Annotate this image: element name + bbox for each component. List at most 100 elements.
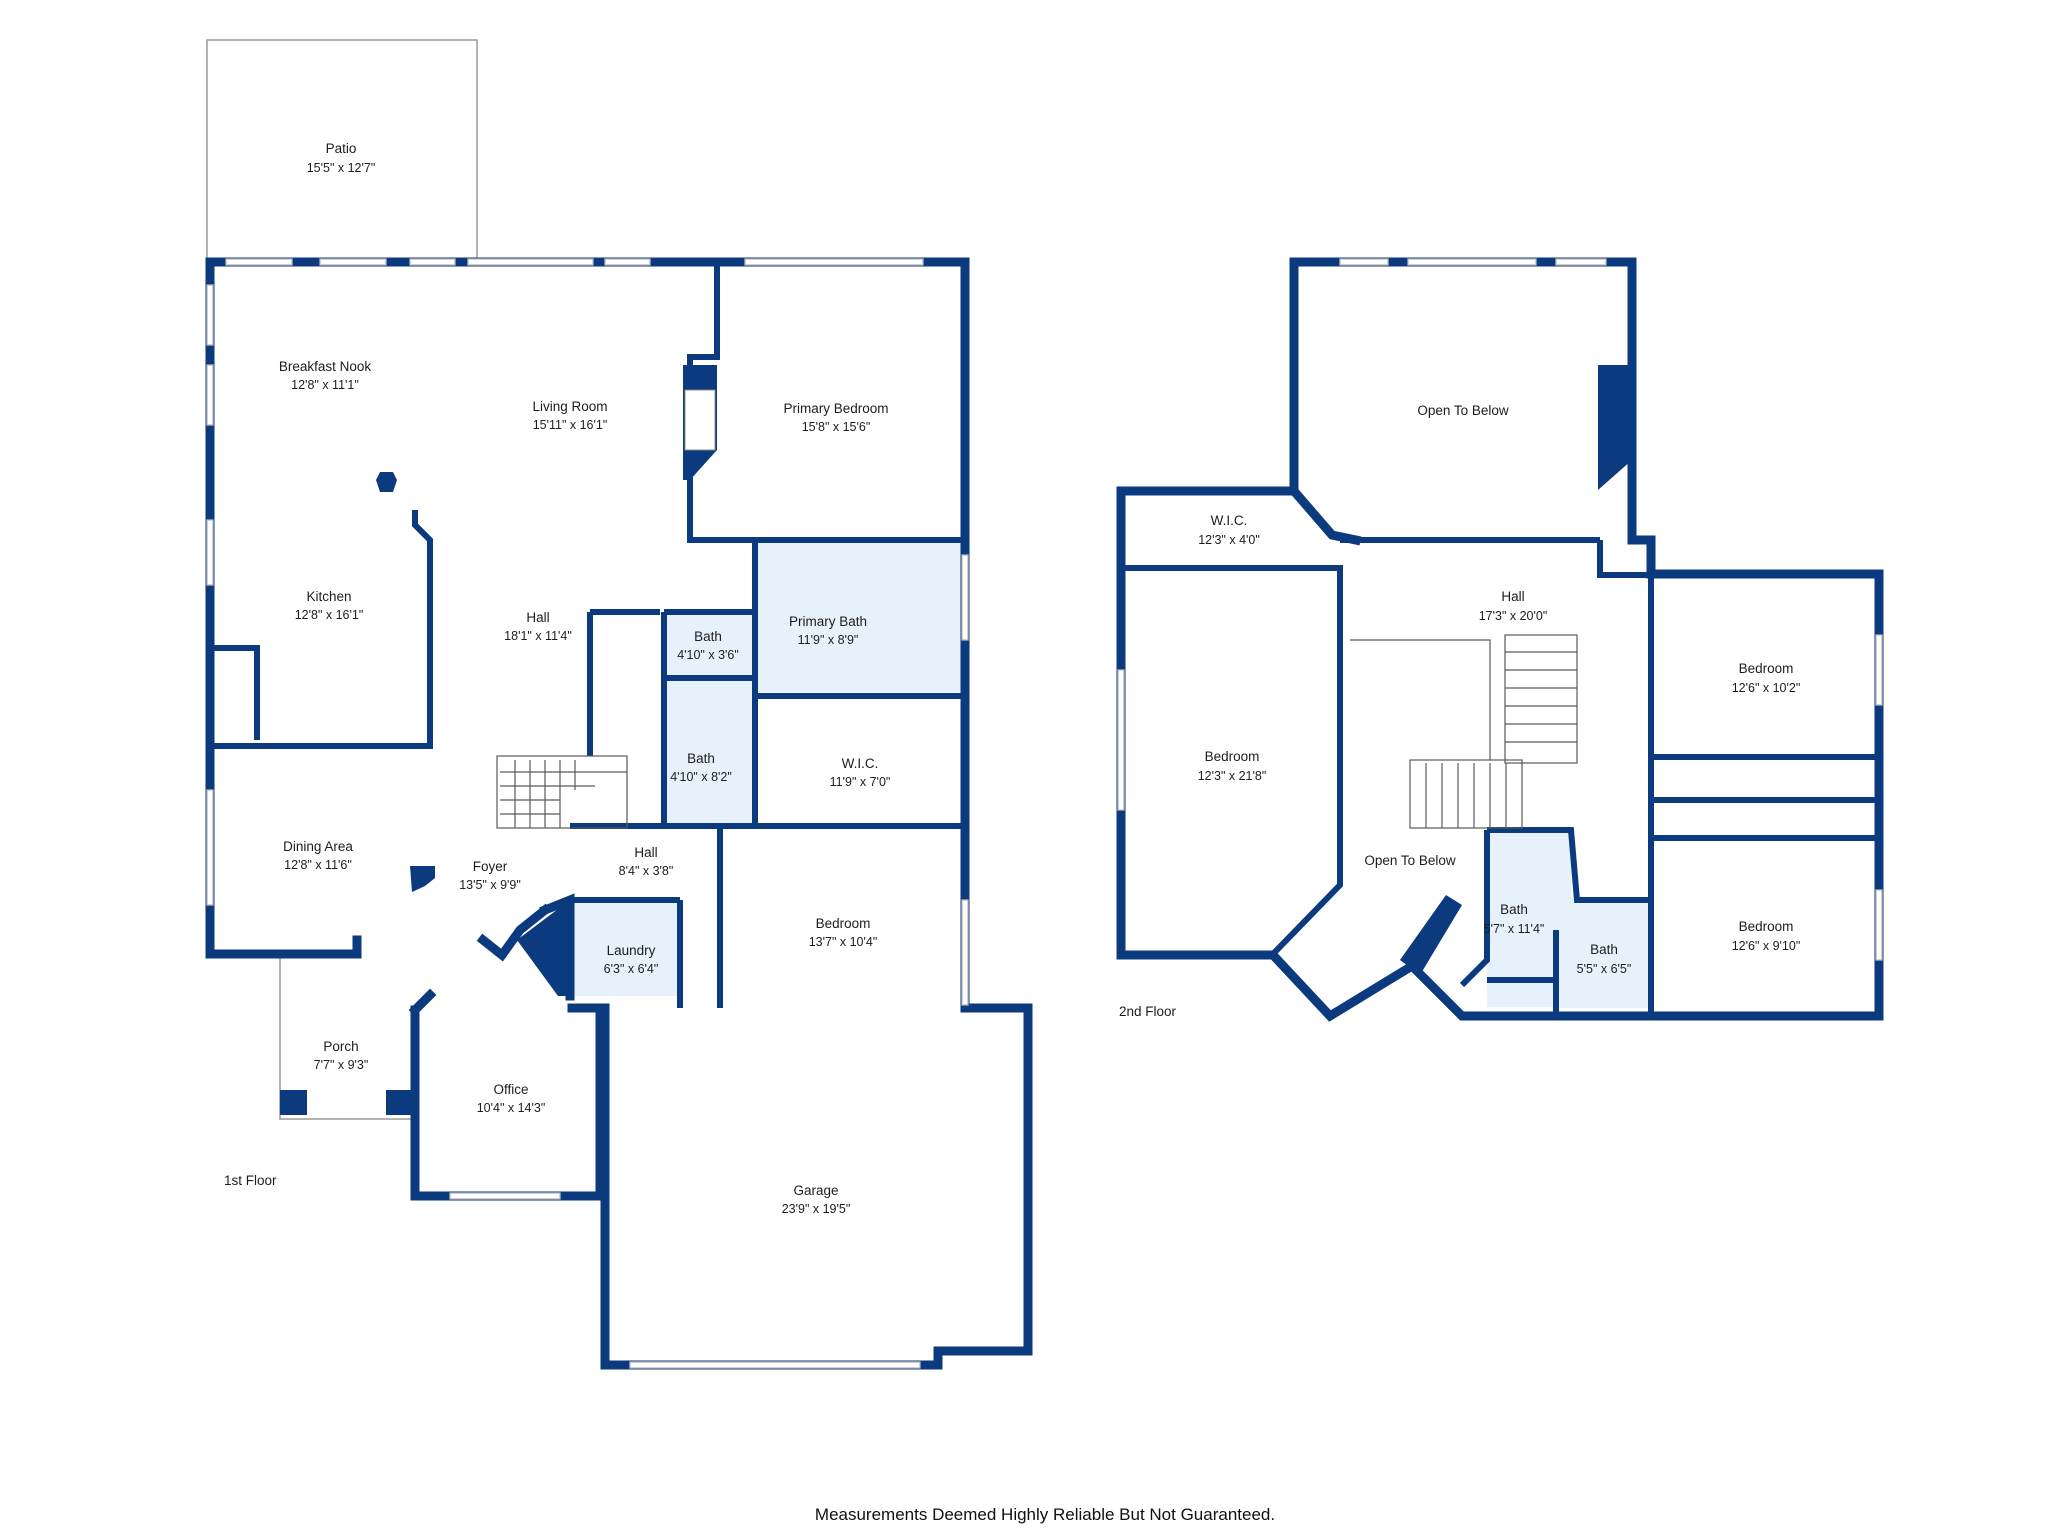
room-dims: 12'8" x 16'1" — [295, 608, 364, 622]
room-dims: 10'4" x 14'3" — [477, 1101, 546, 1115]
room-dims: 11'9" x 8'9" — [798, 633, 859, 647]
disclaimer: Measurements Deemed Highly Reliable But … — [815, 1505, 1275, 1524]
room-name: Breakfast Nook — [279, 359, 372, 374]
room-name: Bedroom — [1205, 749, 1260, 764]
room-name: Bath — [1590, 942, 1618, 957]
window — [1555, 258, 1607, 266]
room-dims: 8'4" x 3'8" — [619, 864, 674, 878]
room-name: Porch — [323, 1039, 358, 1054]
window — [225, 258, 293, 266]
room-dims: 5'5" x 6'5" — [1577, 962, 1632, 976]
room-name: Bath — [687, 751, 715, 766]
room-name: Garage — [793, 1183, 838, 1198]
room-name: Patio — [326, 141, 357, 156]
exterior-wall-left — [205, 257, 362, 959]
room-dims: 15'8" x 15'6" — [802, 420, 871, 434]
bath-small-fill — [664, 610, 753, 676]
window — [449, 1192, 561, 1200]
room-dims: 18'1" x 11'4" — [504, 629, 572, 643]
room-name: Bath — [694, 629, 722, 644]
room-name: Office — [493, 1082, 528, 1097]
kitchen-wall — [210, 510, 433, 749]
foyer-pillar-icon — [410, 866, 435, 892]
room-dims: 17'3" x 20'0" — [1479, 609, 1548, 623]
floor-label: 2nd Floor — [1119, 1004, 1177, 1019]
room-dims: 12'3" x 21'8" — [1198, 769, 1267, 783]
window — [1407, 258, 1537, 266]
exterior-wall — [205, 257, 1033, 1370]
window — [1117, 669, 1125, 811]
room-name: Open To Below — [1417, 403, 1509, 418]
window — [1339, 258, 1389, 266]
room-dims: 12'3" x 4'0" — [1198, 533, 1260, 547]
porch-post-icon — [386, 1090, 413, 1115]
room-name: Hall — [1501, 589, 1524, 604]
room-dims: 13'7" x 10'4" — [809, 935, 878, 949]
room-labels: Patio 15'5" x 12'7" Breakfast Nook 12'8"… — [224, 141, 1800, 1524]
room-name: Dining Area — [283, 839, 353, 854]
room-dims: 13'5" x 9'9" — [459, 878, 521, 892]
solid-wall-icon — [1400, 895, 1462, 975]
room-name: W.I.C. — [1211, 513, 1248, 528]
room-name: Bedroom — [1739, 919, 1794, 934]
room-dims: 15'11" x 16'1" — [533, 418, 608, 432]
room-dims: 5'7" x 11'4" — [1484, 922, 1545, 936]
room-dims: 15'5" x 12'7" — [307, 161, 376, 175]
floor-label: 1st Floor — [224, 1173, 277, 1188]
pantry-wall — [210, 645, 260, 740]
office-angle-wall — [408, 988, 437, 1017]
solid-wall-icon — [1598, 365, 1632, 490]
room-name: Foyer — [473, 859, 508, 874]
room-name: Primary Bedroom — [783, 401, 888, 416]
room-name: Primary Bath — [789, 614, 867, 629]
bath-left-wall — [1459, 830, 1490, 988]
room-name: Hall — [634, 845, 657, 860]
window — [1875, 634, 1883, 706]
garage-door — [629, 1361, 921, 1369]
room-name: Open To Below — [1364, 853, 1456, 868]
window — [1875, 889, 1883, 961]
porch-post-icon — [280, 1090, 307, 1115]
first-floor-plan — [205, 39, 1033, 1370]
primary-bath-fill — [755, 540, 967, 692]
laundry-fill — [570, 900, 680, 996]
room-dims: 6'3" x 6'4" — [604, 962, 659, 976]
window — [604, 258, 651, 266]
window — [744, 258, 924, 266]
bedroom-wall — [1121, 565, 1343, 958]
second-floor-plan — [1116, 257, 1884, 1022]
bath-top-wall — [1487, 827, 1651, 903]
room-name: Kitchen — [306, 589, 351, 604]
room-dims: 12'6" x 10'2" — [1732, 681, 1801, 695]
bath-fill — [664, 680, 753, 826]
room-name: Hall — [526, 610, 549, 625]
window — [319, 258, 387, 266]
foyer-angle-wall — [476, 903, 552, 962]
window — [206, 789, 214, 906]
bath-small-fill — [1556, 898, 1648, 1008]
porch-outline — [279, 954, 415, 1120]
hearth-icon — [684, 389, 716, 451]
room-name: Bedroom — [816, 916, 871, 931]
room-dims: 12'8" x 11'1" — [291, 378, 359, 392]
room-dims: 7'7" x 9'3" — [314, 1058, 369, 1072]
room-name: Laundry — [607, 943, 656, 958]
stairs — [496, 755, 628, 829]
stairs — [1350, 634, 1578, 829]
window — [206, 519, 214, 586]
room-dims: 12'6" x 9'10" — [1732, 939, 1801, 953]
room-dims: 4'10" x 8'2" — [670, 770, 732, 784]
living-right-wall — [687, 262, 755, 543]
room-name: Bath — [1500, 902, 1528, 917]
room-dims: 23'9" x 19'5" — [782, 1202, 851, 1216]
room-dims: 12'8" x 11'6" — [284, 858, 352, 872]
column-icon — [376, 472, 397, 492]
room-dims: 4'10" x 3'6" — [677, 648, 739, 662]
window — [467, 258, 594, 266]
laundry-solid-wall — [517, 900, 570, 996]
room-name: Living Room — [532, 399, 607, 414]
window — [206, 364, 214, 426]
window — [409, 258, 456, 266]
window — [961, 899, 969, 1006]
